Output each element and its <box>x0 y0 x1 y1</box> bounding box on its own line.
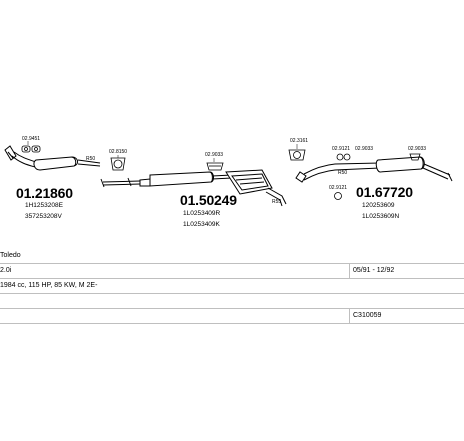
model-name: Toledo <box>0 252 21 259</box>
table-divider <box>349 263 350 278</box>
clamp-accessory-2 <box>110 157 126 171</box>
part-ref-1b: 357253208V <box>25 213 63 220</box>
accessory-code-a7: 02.9033 <box>408 146 426 152</box>
accessory-code-a2: 02.8150 <box>109 149 127 155</box>
accessory-code-a5: 02.9121 <box>332 146 350 152</box>
info-row-catalog: C310059 <box>0 308 464 324</box>
part-code-3: 01.67720 <box>356 184 413 200</box>
rear-silencer-assembly <box>295 156 453 183</box>
accessory-code-a8: 02.9121 <box>329 185 347 191</box>
production-period: 05/91 - 12/92 <box>353 267 395 274</box>
part-code-1: 01.21860 <box>16 185 73 201</box>
accessory-code-a6: 02.9033 <box>355 146 373 152</box>
part-code-2: 01.50249 <box>180 192 237 208</box>
info-row-engine: 2.0i 05/91 - 12/92 <box>0 263 464 279</box>
part-ref-3a: 120253609 <box>362 202 395 209</box>
clamp-accessory-3 <box>206 162 224 171</box>
part-ref-1a: 1H1253208E <box>25 202 64 209</box>
engine-label: 2.0i <box>0 267 12 274</box>
part-ref-3b: 1L0253609N <box>362 213 400 220</box>
pipe-marker-1: R50 <box>86 156 95 162</box>
pipe-marker-3: R55 <box>272 199 281 205</box>
clamp-accessory-7 <box>409 153 421 161</box>
info-row-specs: 1984 cc, 115 HP, 85 KW, M 2E- <box>0 278 464 294</box>
table-divider-2 <box>349 308 350 323</box>
pipe-marker-2: R50 <box>338 170 347 176</box>
exhaust-system-diagram: 02.9451 R50 01.21860 1H1253208E 35725320… <box>4 136 453 228</box>
info-row-blank <box>0 293 464 309</box>
accessory-code-a1: 02.9451 <box>22 136 40 142</box>
accessory-code-a4: 02.3161 <box>290 138 308 144</box>
part-ref-2b: 1L0253409K <box>183 221 221 228</box>
info-row-model: Toledo <box>0 248 464 264</box>
hanger-accessory-5 <box>334 153 351 200</box>
front-pipe-assembly <box>4 145 101 171</box>
engine-specs: 1984 cc, 115 HP, 85 KW, M 2E- <box>0 282 98 289</box>
part-ref-2a: 1L0253409R <box>183 210 221 217</box>
catalog-code: C310059 <box>353 312 382 319</box>
middle-silencer-assembly <box>139 169 287 207</box>
clamp-accessory-1 <box>21 145 41 153</box>
connector-pipe <box>100 177 141 188</box>
accessory-code-a3: 02.9033 <box>205 152 223 158</box>
clamp-accessory-4 <box>288 149 306 161</box>
